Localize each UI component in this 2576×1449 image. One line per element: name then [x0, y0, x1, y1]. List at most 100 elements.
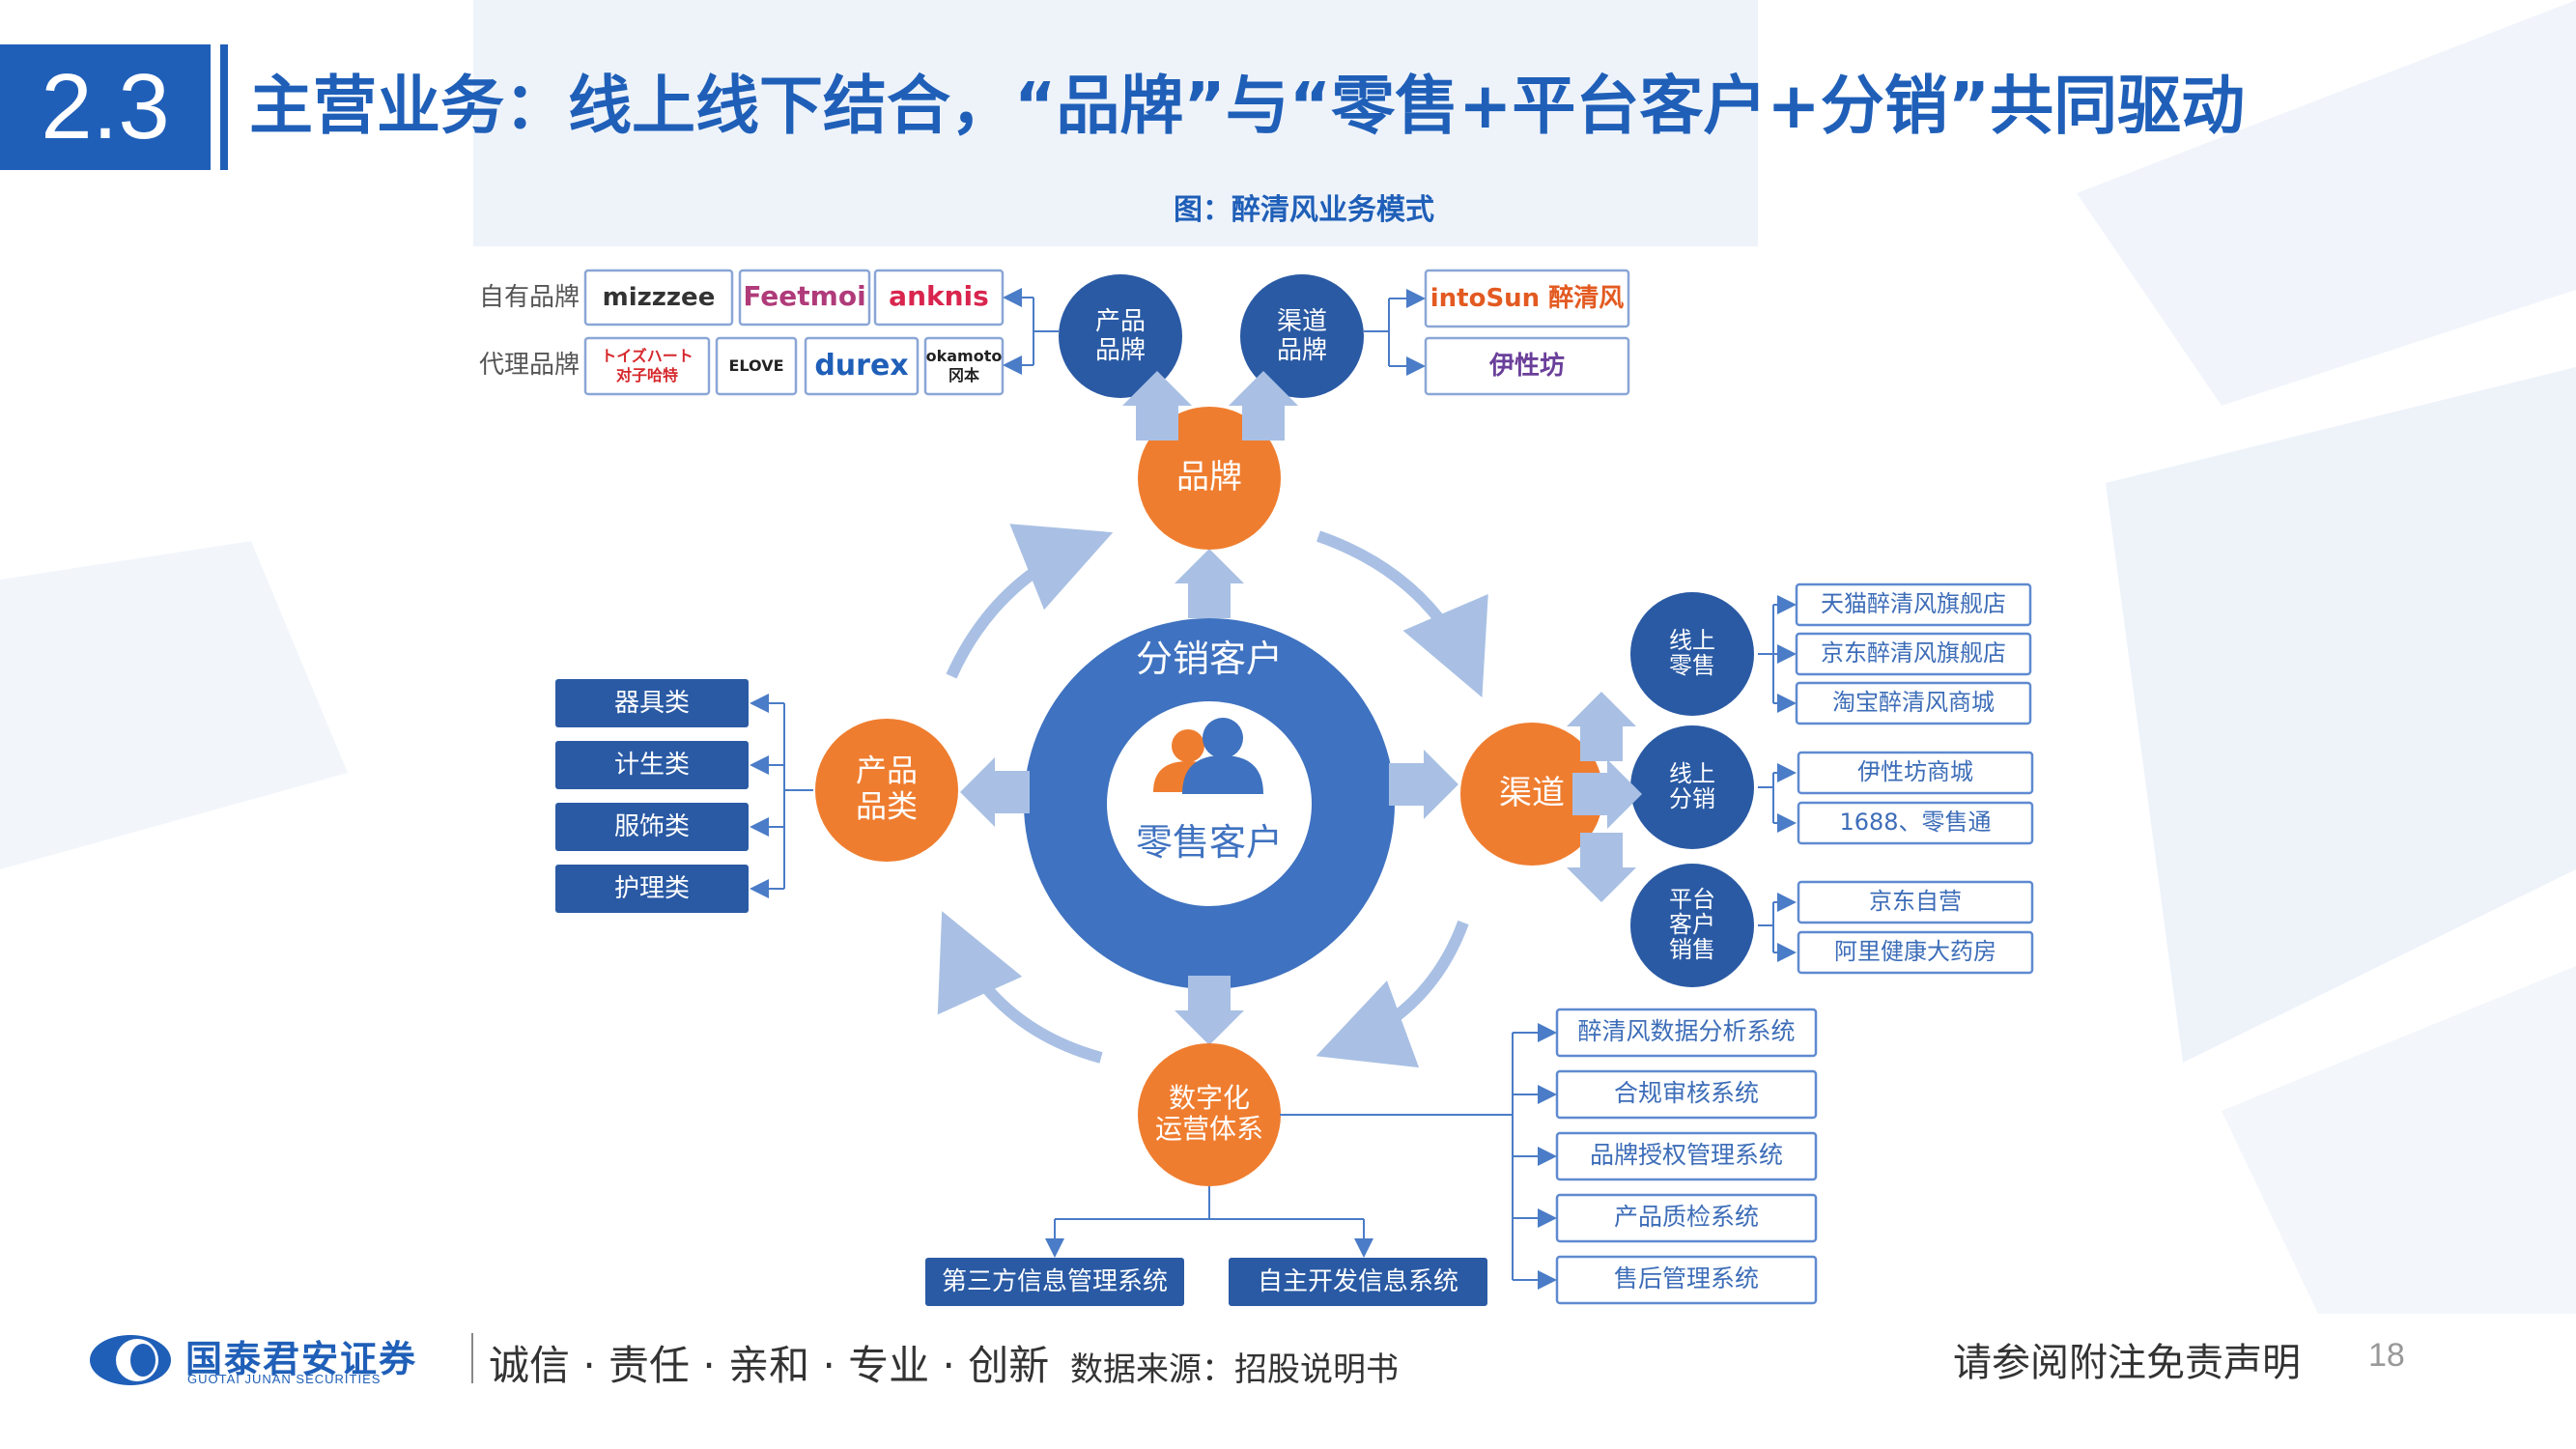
- node-channel: [1460, 723, 1603, 866]
- node-channel-label: 渠道: [1499, 774, 1565, 812]
- channel-item-box-0-1: [1795, 632, 2032, 676]
- page-number: 18: [2368, 1337, 2405, 1374]
- system-box-0: [1555, 1008, 1818, 1058]
- bottom-system-box-0: [925, 1258, 1184, 1306]
- node-channel-brand: [1240, 274, 1364, 398]
- own-brand-label: 自有品牌: [479, 283, 580, 312]
- channel-brand-logo-0: [1424, 269, 1630, 328]
- retail-customer-core: [1107, 701, 1312, 906]
- channel-group-label-0: 线上零售: [1669, 627, 1715, 679]
- arrow-channel-to-online-distribution: [1572, 759, 1642, 829]
- category-box-3: [555, 865, 749, 913]
- channel-item-box-2-0: [1797, 880, 2034, 924]
- channel-group-node-2: [1630, 864, 1754, 987]
- cycle-arrow-brand-to-channel: [1316, 530, 1488, 698]
- figure-caption: 图：醉清风业务模式: [1174, 193, 1434, 227]
- agent-brand-name-1: ELOVE: [728, 356, 783, 375]
- channel-item-2-1: 阿里健康大药房: [1834, 938, 1996, 965]
- channel-item-1-1: 1688、零售通: [1839, 809, 1991, 836]
- company-logo-icon: [90, 1335, 171, 1385]
- channel-item-0-1: 京东醉清风旗舰店: [1821, 639, 2006, 667]
- retail-customer-label: 零售客户: [1136, 821, 1283, 864]
- channel-item-0-0: 天猫醉清风旗舰店: [1821, 590, 2006, 617]
- company-name: 国泰君安证券: [185, 1338, 418, 1380]
- system-box-4: [1555, 1255, 1818, 1305]
- node-product-brand-label: 产品品牌: [1095, 307, 1146, 365]
- channel-item-0-2: 淘宝醉清风商城: [1832, 689, 1995, 716]
- system-box-3: [1555, 1193, 1818, 1243]
- header-divider: [220, 44, 228, 170]
- channel-brand-name-1: 伊性坊: [1488, 351, 1565, 381]
- agent-brand-logo-0: [583, 336, 711, 396]
- section-number: 2.3: [0, 44, 211, 170]
- node-product-label: 产品品类: [856, 753, 918, 825]
- arrow-brand-to-channel-brand: [1229, 371, 1298, 440]
- node-channel-brand-label: 渠道品牌: [1277, 307, 1327, 365]
- page-title: 主营业务：线上线下结合，“品牌”与“零售+平台客户+分销”共同驱动: [249, 69, 2246, 143]
- arrow-to-brand: [1175, 549, 1244, 618]
- agent-brand-name-2: durex: [814, 349, 908, 383]
- node-product-brand: [1059, 274, 1182, 398]
- arrow-to-product: [960, 757, 1030, 827]
- category-box-0: [555, 679, 749, 727]
- system-label-2: 品牌授权管理系统: [1590, 1141, 1783, 1169]
- node-brand-label: 品牌: [1176, 458, 1242, 497]
- bottom-system-label-1: 自主开发信息系统: [1258, 1267, 1458, 1296]
- arrow-to-digital: [1175, 976, 1244, 1045]
- system-box-2: [1555, 1131, 1818, 1181]
- system-label-1: 合规审核系统: [1614, 1079, 1759, 1107]
- company-name-en: GUOTAI JUNAN SECURITIES: [187, 1372, 382, 1386]
- own-brand-name-2: anknis: [889, 280, 989, 312]
- cycle-arrow-digital-to-product: [937, 911, 1103, 1064]
- channel-group-label-1: 线上分销: [1669, 760, 1715, 812]
- disclaimer-link[interactable]: 请参阅附注免责声明: [1953, 1341, 2301, 1385]
- category-label-3: 护理类: [614, 874, 690, 903]
- own-brand-logo-1: [738, 269, 871, 327]
- category-label-2: 服饰类: [614, 812, 690, 841]
- arrow-channel-to-online-retail: [1567, 692, 1636, 761]
- node-digital: [1138, 1043, 1281, 1186]
- channel-item-box-1-0: [1797, 751, 2034, 795]
- bottom-system-label-0: 第三方信息管理系统: [942, 1267, 1168, 1296]
- agent-brand-label: 代理品牌: [479, 351, 580, 380]
- arrow-to-channel: [1389, 750, 1458, 819]
- cycle-arrow-product-to-brand: [946, 524, 1114, 679]
- system-label-3: 产品质检系统: [1614, 1203, 1759, 1231]
- agent-brand-logo-2: [804, 336, 920, 396]
- own-brand-logo-0: [583, 269, 734, 327]
- channel-item-box-0-2: [1795, 681, 2032, 725]
- channel-group-label-2: 平台客户销售: [1669, 886, 1715, 963]
- arrow-channel-to-platform: [1567, 833, 1636, 902]
- own-brand-name-0: mizzzee: [603, 283, 716, 312]
- system-box-1: [1555, 1069, 1818, 1120]
- arrow-brand-to-product-brand: [1122, 371, 1192, 440]
- channel-item-box-2-1: [1797, 930, 2034, 975]
- channel-item-2-0: 京东自营: [1869, 888, 1962, 915]
- distribution-customer-label: 分销客户: [1136, 638, 1283, 680]
- category-box-2: [555, 803, 749, 851]
- cycle-arrow-channel-to-digital: [1316, 920, 1469, 1068]
- channel-item-box-1-1: [1797, 801, 2034, 845]
- category-label-1: 计生类: [614, 751, 690, 780]
- node-digital-label: 数字化运营体系: [1155, 1082, 1263, 1145]
- footer-divider: [471, 1333, 473, 1383]
- agent-brand-logo-1: [715, 336, 798, 396]
- channel-item-1-0: 伊性坊商城: [1857, 758, 1973, 785]
- bottom-system-box-1: [1229, 1258, 1487, 1306]
- system-label-4: 售后管理系统: [1614, 1264, 1759, 1293]
- node-product: [815, 719, 958, 862]
- channel-item-box-0-0: [1795, 582, 2032, 627]
- data-source: 数据来源：招股说明书: [1070, 1350, 1399, 1389]
- channel-group-node-1: [1630, 725, 1754, 849]
- channel-group-node-0: [1630, 592, 1754, 716]
- channel-brand-name-0: intoSun 醉清风: [1430, 284, 1625, 313]
- own-brand-name-1: Feetmoi: [743, 280, 865, 312]
- company-motto: 诚信 · 责任 · 亲和 · 专业 · 创新: [489, 1342, 1050, 1389]
- system-label-0: 醉清风数据分析系统: [1577, 1017, 1795, 1045]
- customers-icon: [1153, 718, 1263, 794]
- category-box-1: [555, 741, 749, 789]
- channel-brand-logo-1: [1424, 336, 1630, 396]
- category-label-0: 器具类: [614, 689, 690, 718]
